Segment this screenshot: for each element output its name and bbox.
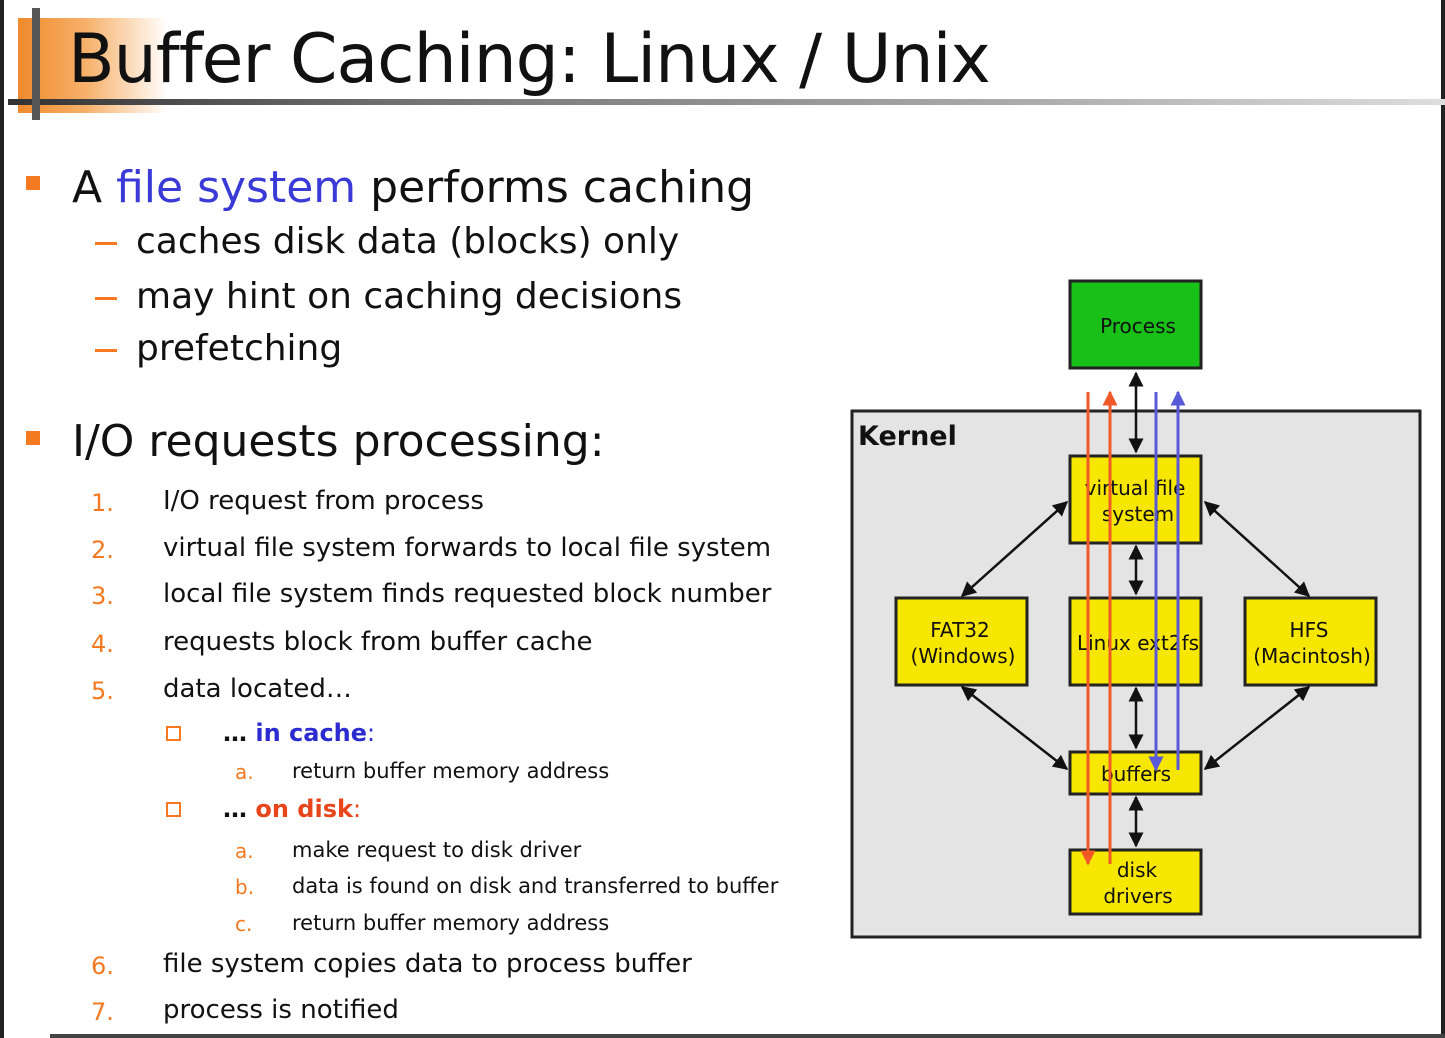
- step-number: 3.: [91, 582, 114, 610]
- bullet-suffix: performs caching: [356, 162, 755, 213]
- slide-right-edge: [1441, 0, 1445, 1038]
- on-disk-colon: :: [352, 795, 362, 823]
- in-cache-colon: :: [367, 719, 376, 747]
- sub-step-text: return buffer memory address: [292, 759, 610, 783]
- sub-step-text: data is found on disk and transferred to…: [292, 874, 779, 898]
- process-label: Process: [1100, 314, 1176, 338]
- step-text: local file system finds requested block …: [163, 579, 772, 609]
- step-number: 4.: [91, 630, 114, 658]
- checkbox-bullet-icon: [166, 726, 181, 741]
- vfs-label-line1: virtual file: [1085, 476, 1186, 500]
- step-text: requests block from buffer cache: [163, 627, 593, 657]
- title-accent: [18, 18, 168, 113]
- bullet-file-system: A file system performs caching: [72, 162, 754, 214]
- sub-step-letter: a.: [235, 839, 254, 863]
- hfs-label-line1: HFS: [1290, 618, 1329, 642]
- step-text: data located…: [163, 674, 352, 704]
- dash-item: prefetching: [136, 328, 343, 369]
- step-number: 7.: [91, 998, 114, 1026]
- dash-item: may hint on caching decisions: [136, 276, 683, 317]
- bullet-square-icon: [26, 431, 40, 445]
- hfs-label-line2: (Macintosh): [1253, 644, 1371, 668]
- hfs-buffers-arrow: [1203, 686, 1311, 770]
- step-number: 5.: [91, 677, 114, 705]
- bullet-prefix: A: [72, 162, 117, 213]
- fat32-label-line1: FAT32: [930, 618, 989, 642]
- checkbox-bullet-icon: [166, 802, 181, 817]
- file-system-highlight: file system: [116, 162, 357, 213]
- process-box: [1068, 279, 1203, 370]
- slide-title: Buffer Caching: Linux / Unix: [68, 20, 991, 99]
- on-disk-heading: … on disk:: [223, 794, 361, 824]
- step-text: I/O request from process: [163, 486, 484, 516]
- sub-step-letter: c.: [235, 912, 253, 936]
- sub-step-text: make request to disk driver: [292, 838, 582, 862]
- dash-icon: [95, 349, 117, 352]
- title-vertical-bar: [32, 8, 40, 120]
- dash-icon: [95, 242, 117, 245]
- ext2-label: Linux ext2fs: [1077, 631, 1199, 655]
- in-cache-lead: …: [223, 719, 256, 747]
- step-text: virtual file system forwards to local fi…: [163, 533, 772, 563]
- sub-step-letter: b.: [235, 875, 255, 899]
- step-number: 2.: [91, 536, 114, 564]
- in-cache-heading: … in cache:: [223, 718, 375, 748]
- step-text: process is notified: [163, 995, 399, 1025]
- title-rule: [8, 99, 1445, 105]
- dash-icon: [95, 297, 117, 300]
- step-number: 1.: [91, 489, 114, 517]
- disk-label-line2: drivers: [1103, 884, 1172, 908]
- on-disk-keyword: on disk: [255, 795, 353, 823]
- step-number: 6.: [91, 952, 114, 980]
- vfs-hfs-arrow: [1203, 500, 1311, 598]
- hfs-box: [1243, 596, 1378, 687]
- bullet-io-processing: I/O requests processing:: [72, 416, 605, 467]
- fat32-buffers-arrow: [960, 686, 1069, 770]
- vfs-label-line2: system: [1102, 502, 1174, 526]
- bottom-rule: [50, 1034, 1445, 1038]
- fat32-box: [894, 596, 1029, 687]
- dash-item: caches disk data (blocks) only: [136, 221, 680, 262]
- fat32-label-line2: (Windows): [911, 644, 1016, 668]
- kernel-label: Kernel: [858, 421, 957, 452]
- bullet-square-icon: [26, 176, 40, 190]
- sub-step-letter: a.: [235, 760, 254, 784]
- slide-left-edge: [0, 0, 4, 1038]
- in-cache-keyword: in cache: [255, 719, 368, 747]
- vfs-fat32-arrow: [960, 500, 1069, 598]
- disk-label-line1: disk: [1117, 858, 1158, 882]
- sub-step-text: return buffer memory address: [292, 911, 610, 935]
- on-disk-lead: …: [223, 795, 256, 823]
- step-text: file system copies data to process buffe…: [163, 949, 692, 979]
